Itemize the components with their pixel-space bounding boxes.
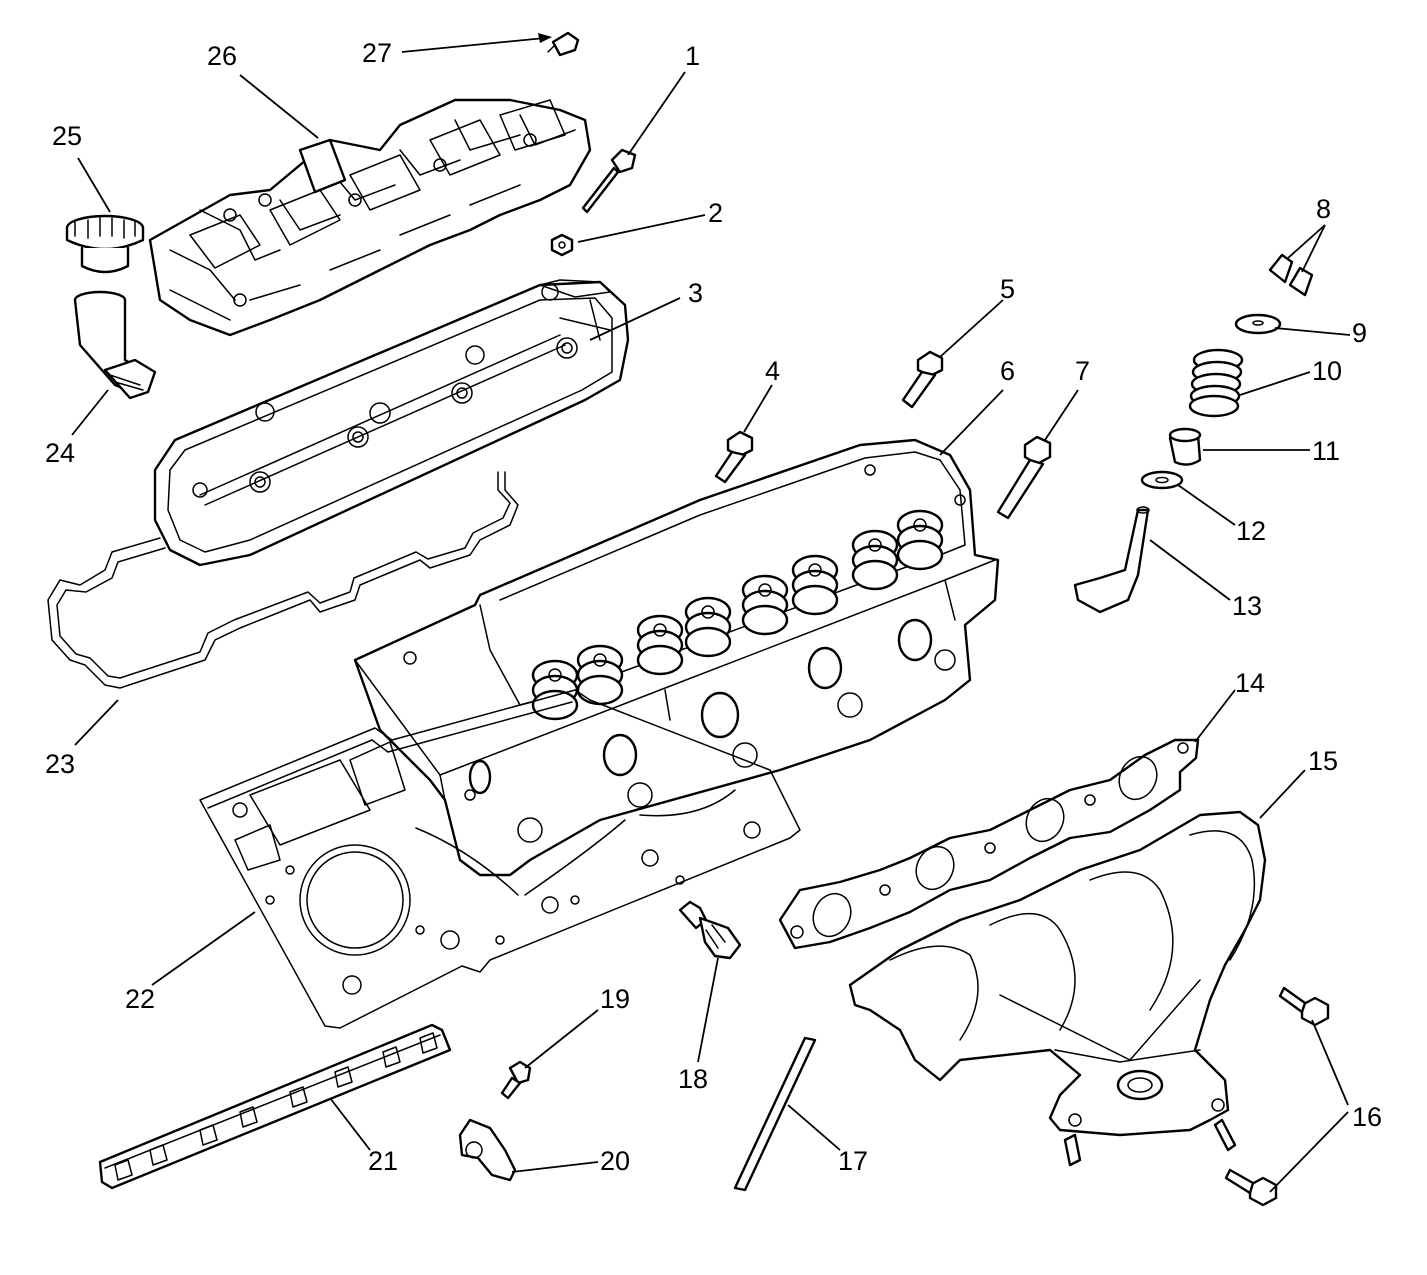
rocker-cover-gasket	[47, 471, 519, 689]
rocker-arm-support	[98, 1023, 452, 1190]
callout-12: 12	[1236, 516, 1266, 546]
callout-13: 13	[1232, 591, 1262, 621]
callout-4: 4	[765, 356, 780, 386]
callout-labels: 1 2 3 4 5 6 7 8 9 10 11 12 13 14 15 16 1…	[45, 38, 1382, 1176]
callout-20: 20	[600, 1146, 630, 1176]
valve-springs-installed	[531, 509, 944, 721]
callout-26: 26	[207, 41, 237, 71]
callout-3: 3	[688, 278, 703, 308]
callout-25: 25	[52, 121, 82, 151]
callout-21: 21	[368, 1146, 398, 1176]
bolt-27	[547, 31, 580, 57]
exhaust-manifold	[848, 810, 1267, 1167]
callout-18: 18	[678, 1064, 708, 1094]
valve-stem-seal	[1168, 427, 1202, 466]
pushrod	[733, 1036, 817, 1192]
callout-24: 24	[45, 438, 75, 468]
valve	[1073, 506, 1150, 614]
callout-5: 5	[1000, 274, 1015, 304]
callout-7: 7	[1075, 356, 1090, 386]
oil-fill-tube	[73, 290, 157, 400]
cylinder-head-gasket	[199, 689, 801, 1029]
valve-keepers	[1268, 253, 1314, 297]
ignition-coil-bracket	[148, 98, 592, 337]
callout-8: 8	[1316, 194, 1331, 224]
callout-2: 2	[708, 198, 723, 228]
valve-retainer	[1234, 313, 1282, 335]
spring-shim	[1140, 470, 1184, 490]
oil-fill-cap	[65, 214, 145, 274]
callout-11: 11	[1312, 436, 1340, 466]
callout-6: 6	[1000, 356, 1015, 386]
callout-1: 1	[685, 41, 700, 71]
rocker-arm	[458, 1118, 517, 1182]
callout-14: 14	[1235, 668, 1265, 698]
bolt-7	[996, 435, 1052, 520]
callout-15: 15	[1308, 746, 1338, 776]
leader-lines	[71, 33, 1351, 1193]
exhaust-manifold-gasket	[778, 738, 1200, 950]
valve-rocker-cover	[153, 279, 630, 567]
cylinder-head	[353, 438, 1000, 877]
bolt-4	[714, 430, 754, 484]
bolt-1	[581, 148, 637, 214]
callout-16: 16	[1352, 1102, 1382, 1132]
callout-27: 27	[362, 38, 392, 68]
bolt-5	[901, 350, 944, 409]
callout-17: 17	[838, 1146, 868, 1176]
callout-19: 19	[600, 984, 630, 1014]
callout-23: 23	[45, 749, 75, 779]
exhaust-manifold-bolts	[1224, 986, 1330, 1207]
valve-spring	[1188, 348, 1244, 418]
coolant-temperature-sensor	[678, 900, 742, 960]
callout-9: 9	[1352, 318, 1367, 348]
callout-10: 10	[1312, 356, 1342, 386]
nut-2	[550, 233, 574, 257]
callout-22: 22	[125, 984, 155, 1014]
